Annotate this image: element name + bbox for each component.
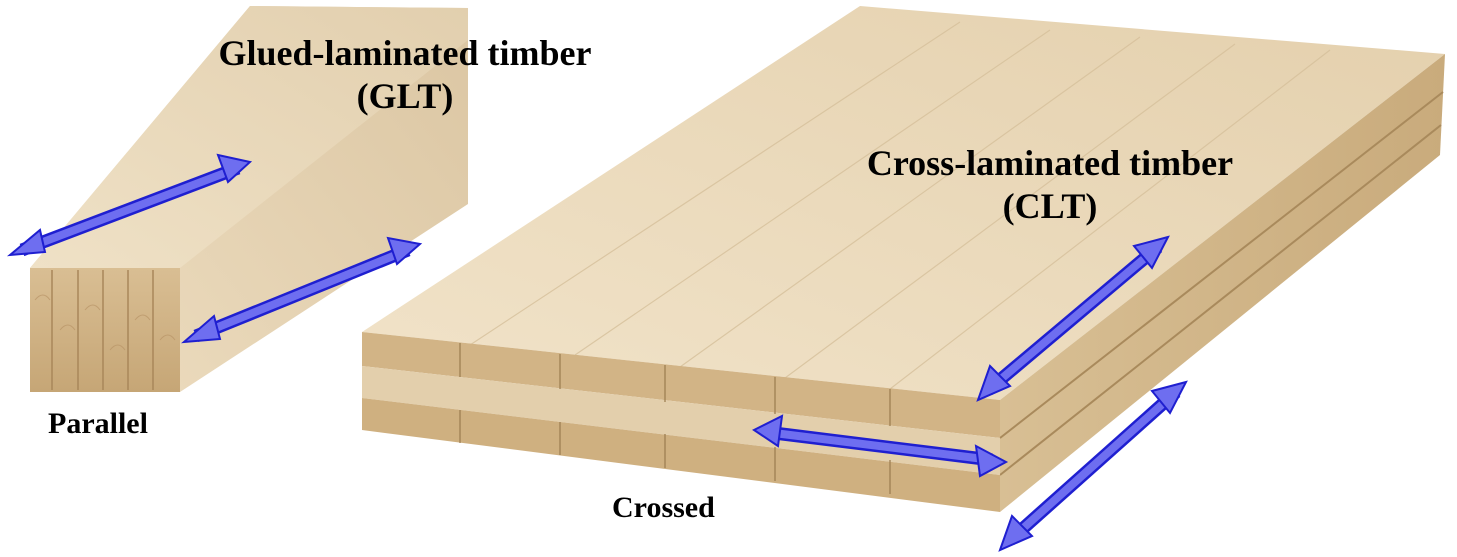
glt-abbr-text: (GLT) (357, 76, 454, 116)
glt-orientation-label: Parallel (48, 406, 148, 442)
glt-title-text: Glued-laminated timber (219, 33, 592, 73)
clt-abbr-text: (CLT) (1003, 186, 1098, 226)
clt-title: Cross-laminated timber (CLT) (830, 142, 1270, 228)
glt-title: Glued-laminated timber (GLT) (190, 32, 620, 118)
clt-orientation-label: Crossed (612, 490, 715, 526)
clt-title-text: Cross-laminated timber (867, 143, 1233, 183)
